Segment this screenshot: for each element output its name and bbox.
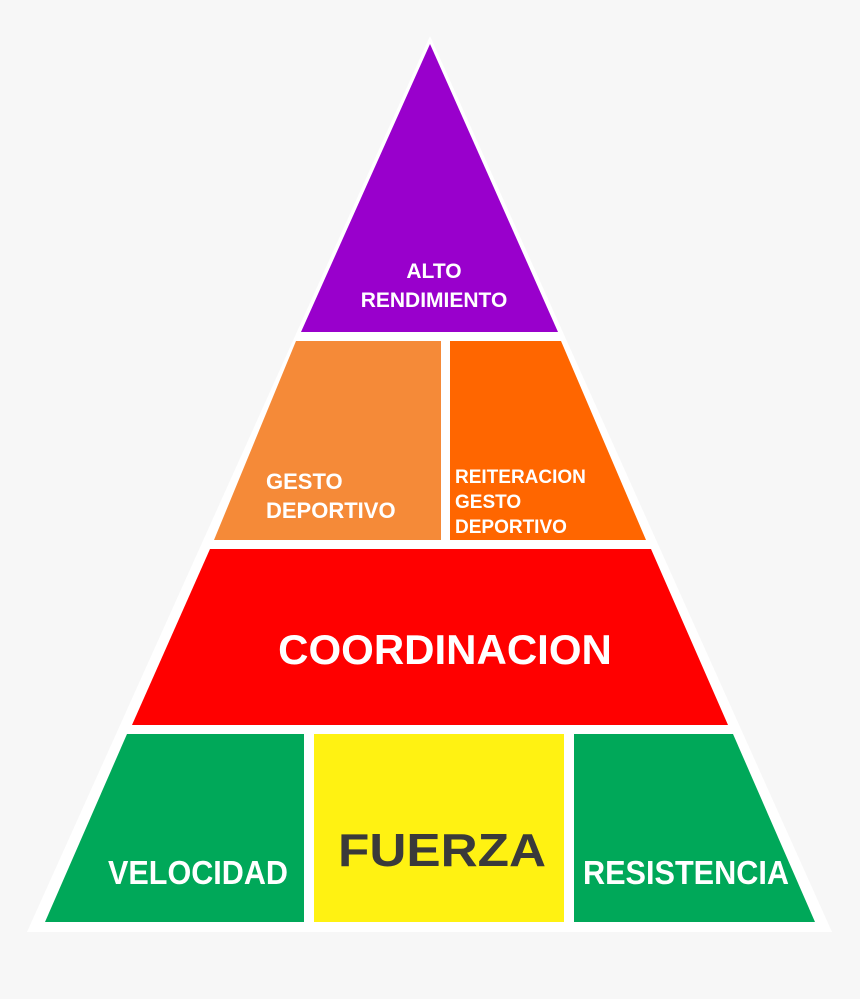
tier-alto-rendimiento <box>301 44 558 332</box>
label-deportivo: DEPORTIVO <box>266 498 396 523</box>
tier-gesto-deportivo <box>214 341 441 540</box>
tier-resistencia <box>574 734 815 922</box>
tier-reiteracion-gesto-deportivo <box>450 341 646 540</box>
label-fuerza: FUERZA <box>338 824 546 876</box>
label-reiteracion: REITERACION <box>455 467 586 488</box>
tier-velocidad <box>45 734 304 922</box>
label-velocidad: VELOCIDAD <box>108 854 288 891</box>
tier-fuerza <box>314 734 564 922</box>
label-gesto: GESTO <box>266 469 343 494</box>
tier-coordinacion <box>132 549 728 725</box>
label-gesto-2: GESTO <box>455 492 521 513</box>
label-resistencia: RESISTENCIA <box>583 854 789 891</box>
label-rendimiento: RENDIMIENTO <box>361 289 508 312</box>
label-coordinacion: COORDINACION <box>278 626 612 673</box>
label-alto: ALTO <box>406 260 461 283</box>
label-deportivo-2: DEPORTIVO <box>455 517 567 538</box>
